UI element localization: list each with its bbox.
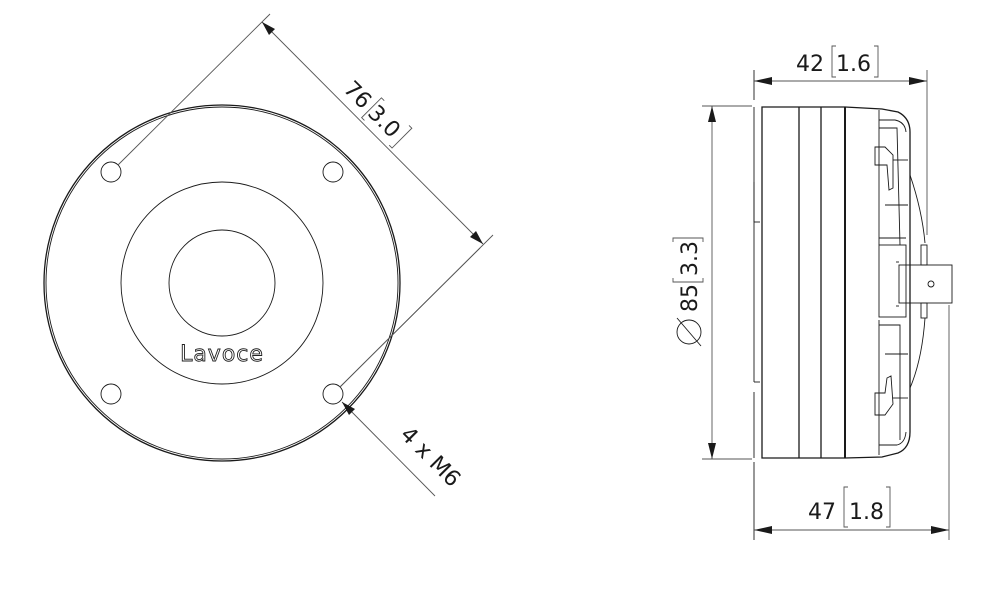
depth-dimension-overall: 47 1.8 (753, 305, 950, 540)
mounting-hole-top-left (100, 161, 122, 183)
diameter-mm: 85 (678, 284, 703, 312)
brand-logo: Lavoce (180, 342, 264, 367)
middle-ring (120, 181, 324, 385)
mounting-hole-bottom-left (100, 383, 122, 405)
depth-overall-mm: 47 (808, 500, 836, 525)
diameter-dimension: 85 3.3 (672, 105, 752, 460)
bolt-circle-dimension: 76 3.0 (117, 13, 494, 388)
side-body-outline (761, 106, 911, 459)
bolt-circle-inch: 3.0 (362, 101, 404, 143)
diameter-symbol-icon (676, 319, 702, 345)
throat-opening (168, 229, 276, 337)
terminal-connector (878, 244, 953, 319)
depth-dimension-top: 42 1.6 (753, 45, 928, 235)
rear-cover-detail-top (874, 110, 926, 246)
depth-top-inch: 1.6 (836, 52, 871, 77)
diameter-inch: 3.3 (678, 241, 703, 276)
mounting-hole-callout: 4 x M6 (339, 247, 481, 497)
terminal-hole (927, 280, 935, 288)
front-view: Lavoce 76 3.0 4 x M6 (43, 13, 494, 497)
mounting-hole-top-right (322, 161, 344, 183)
mounting-hole-label: 4 x M6 (395, 422, 465, 492)
flange-outer-edge-inner (45, 106, 399, 460)
depth-top-mm: 42 (796, 52, 824, 77)
rear-cover-detail-bottom (874, 317, 926, 455)
bolt-circle-mm: 76 (338, 77, 375, 114)
flange-outer-edge (43, 104, 401, 462)
mounting-hole-bottom-right (322, 383, 344, 405)
side-view: 85 3.3 42 1.6 47 1.8 (672, 45, 953, 540)
depth-overall-inch: 1.8 (849, 500, 884, 525)
